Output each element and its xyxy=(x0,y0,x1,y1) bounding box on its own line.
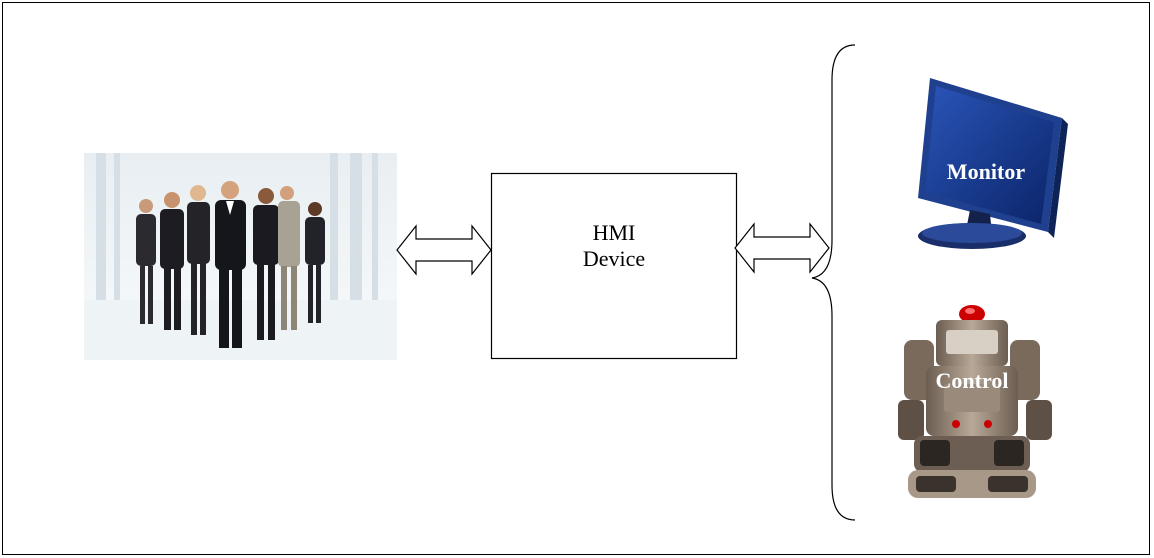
people-photo xyxy=(84,153,397,360)
person-2 xyxy=(160,192,184,330)
hmi-label-line1: HMI xyxy=(593,220,636,245)
hmi-device-box: HMI Device xyxy=(490,172,738,360)
monitor-icon: Monitor xyxy=(918,78,1068,249)
hmi-label-line2: Device xyxy=(583,246,645,271)
double-arrow-right xyxy=(734,222,830,274)
control-label: Control xyxy=(936,368,1009,393)
double-arrow-left xyxy=(396,224,492,276)
person-4 xyxy=(215,181,246,348)
monitor-label: Monitor xyxy=(947,159,1025,184)
person-5 xyxy=(253,188,279,340)
person-1 xyxy=(136,199,156,324)
robot-icon: Control xyxy=(898,305,1052,498)
curly-brace xyxy=(811,44,856,521)
person-6 xyxy=(278,186,300,330)
person-7 xyxy=(305,202,325,323)
person-3 xyxy=(187,185,210,335)
